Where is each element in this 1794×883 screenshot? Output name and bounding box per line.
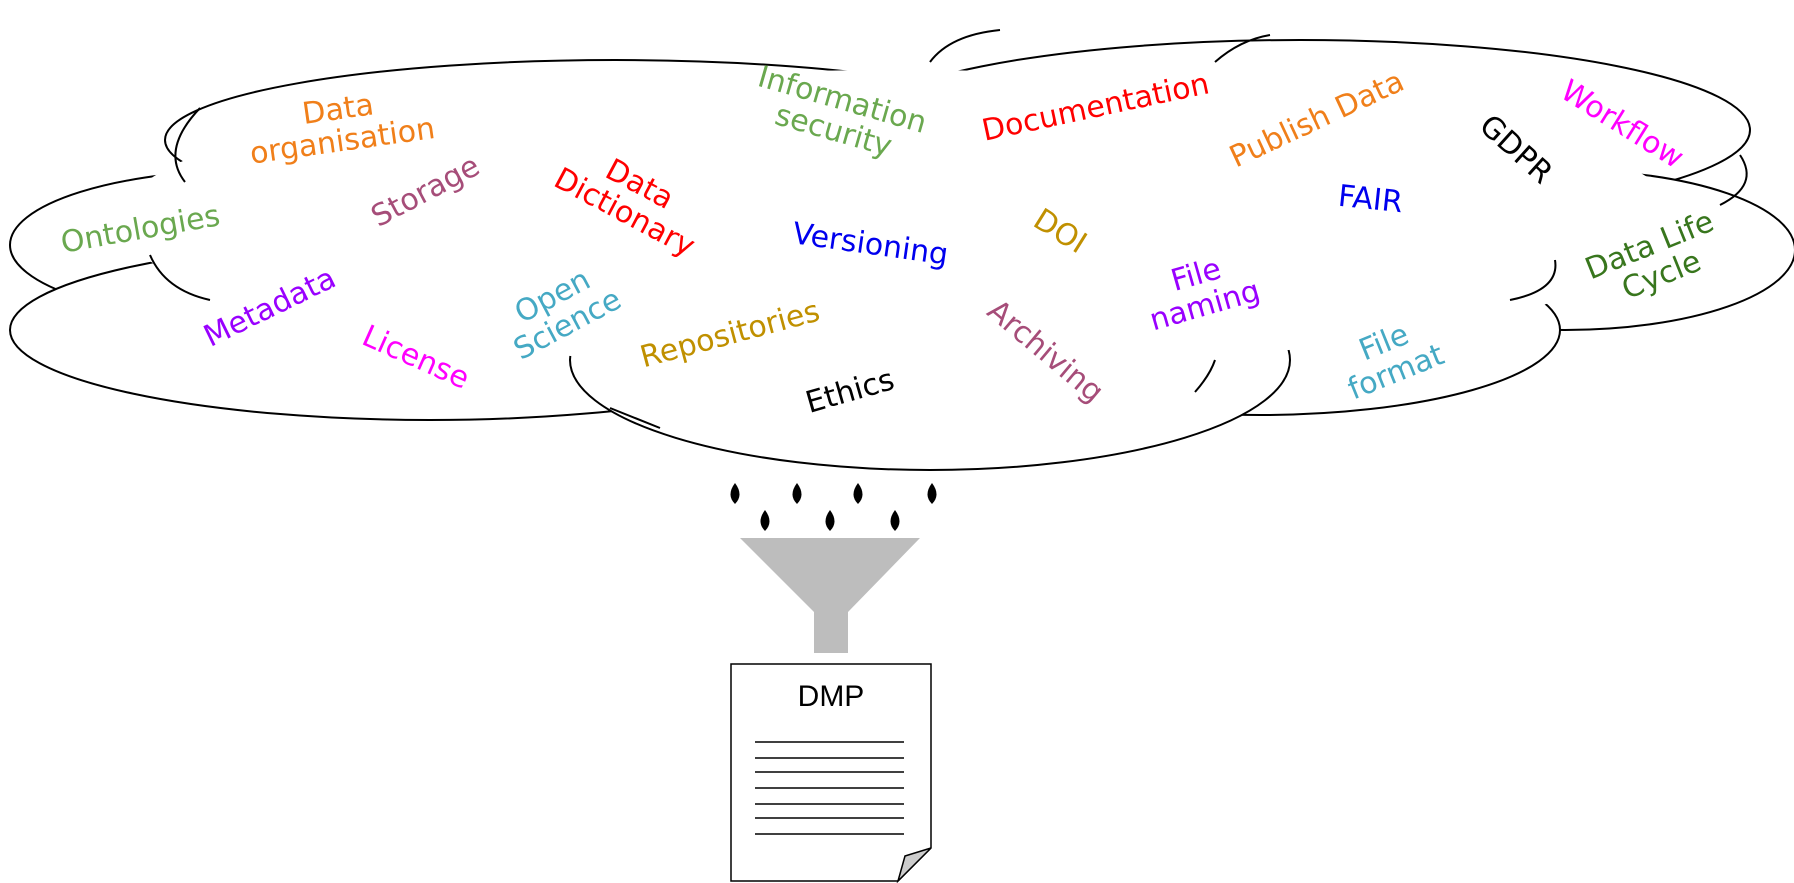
raindrop (792, 483, 802, 504)
topic-cloud (9, 39, 1794, 471)
document-folded-corner (896, 847, 932, 883)
topic-fair: FAIR (1335, 178, 1404, 221)
funnel-spout (814, 610, 848, 653)
funnel (740, 538, 920, 653)
raindrop (730, 483, 740, 504)
raindrop (853, 483, 863, 504)
raindrop (825, 510, 835, 531)
dmp-document (730, 663, 932, 883)
funnel-cone (740, 538, 920, 612)
document-title: DMP (797, 680, 865, 713)
cloud-inner-arcs (149, 29, 1748, 429)
raindrops (730, 483, 937, 531)
raindrop (760, 510, 770, 531)
raindrop (890, 510, 900, 531)
raindrop (927, 483, 937, 504)
